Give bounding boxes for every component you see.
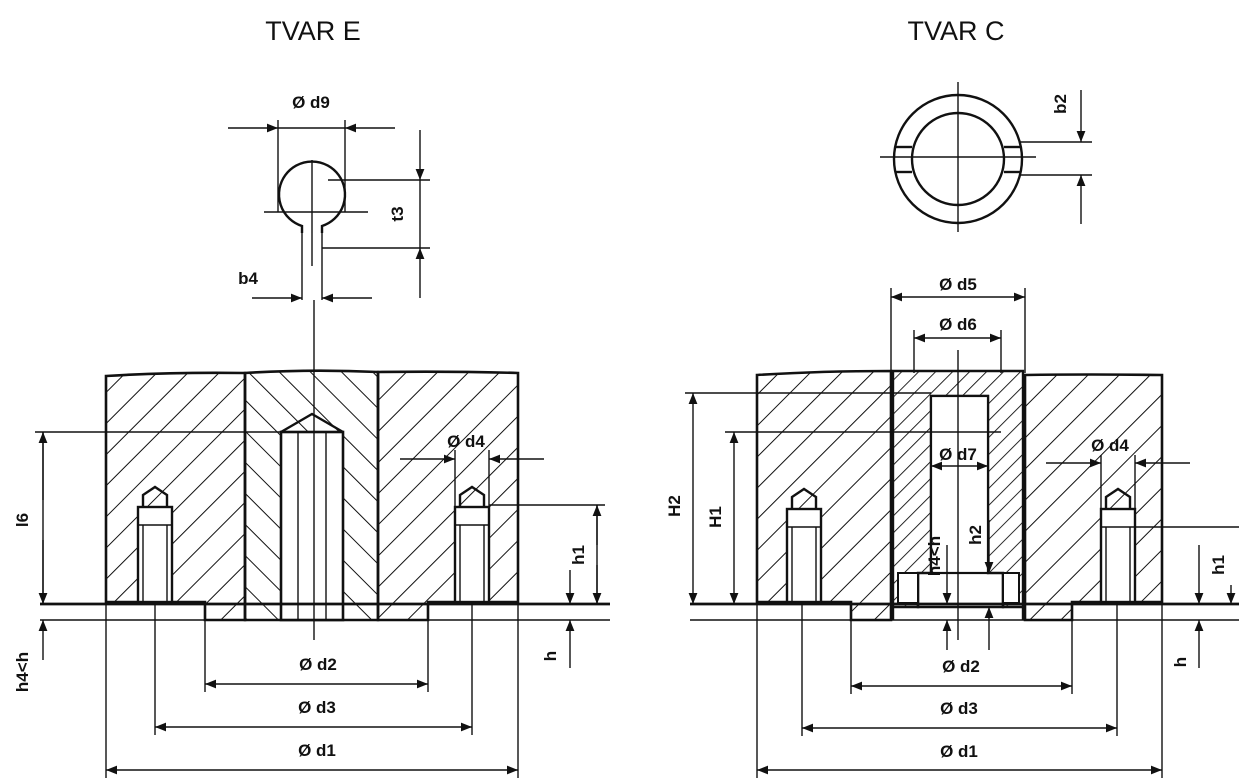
label-d4-right: Ø d4	[1091, 436, 1129, 455]
label-H2: H2	[665, 495, 684, 517]
label-d1-right: Ø d1	[940, 742, 978, 761]
title-tvar-c: TVAR C	[907, 16, 1004, 46]
label-h-right: h	[1171, 657, 1190, 667]
label-h1-right: h1	[1209, 555, 1228, 575]
label-d2-right: Ø d2	[942, 657, 980, 676]
tvar-e-section	[40, 300, 610, 640]
label-d9-left: Ø d9	[292, 93, 330, 112]
label-h2: h2	[966, 525, 985, 545]
label-l6: l6	[13, 513, 32, 527]
label-h4h-right: h4<h	[925, 536, 944, 576]
label-b2: b2	[1051, 94, 1070, 114]
tvar-e-top-view: Ø d9 t3 b4	[228, 93, 430, 303]
label-d2-left: Ø d2	[299, 655, 337, 674]
tvar-c-drawing: b2 Ø d5 Ø d6	[665, 82, 1239, 778]
label-d7: Ø d7	[939, 445, 977, 464]
label-t3: t3	[388, 206, 407, 221]
title-tvar-e: TVAR E	[265, 16, 361, 46]
label-d3-right: Ø d3	[940, 699, 978, 718]
label-b4: b4	[238, 269, 258, 288]
label-h4h-left: h4<h	[13, 652, 32, 692]
label-d3-left: Ø d3	[298, 698, 336, 717]
label-H1: H1	[706, 506, 725, 528]
label-d6: Ø d6	[939, 315, 977, 334]
label-d5: Ø d5	[939, 275, 977, 294]
tvar-c-section	[690, 350, 1239, 640]
label-h1-left: h1	[569, 545, 588, 565]
tvar-e-drawing: Ø d9 t3 b4	[13, 93, 610, 778]
label-d4-left: Ø d4	[447, 432, 485, 451]
label-h-left: h	[541, 651, 560, 661]
tvar-c-top-view: b2	[880, 82, 1092, 232]
label-d1-left: Ø d1	[298, 741, 336, 760]
